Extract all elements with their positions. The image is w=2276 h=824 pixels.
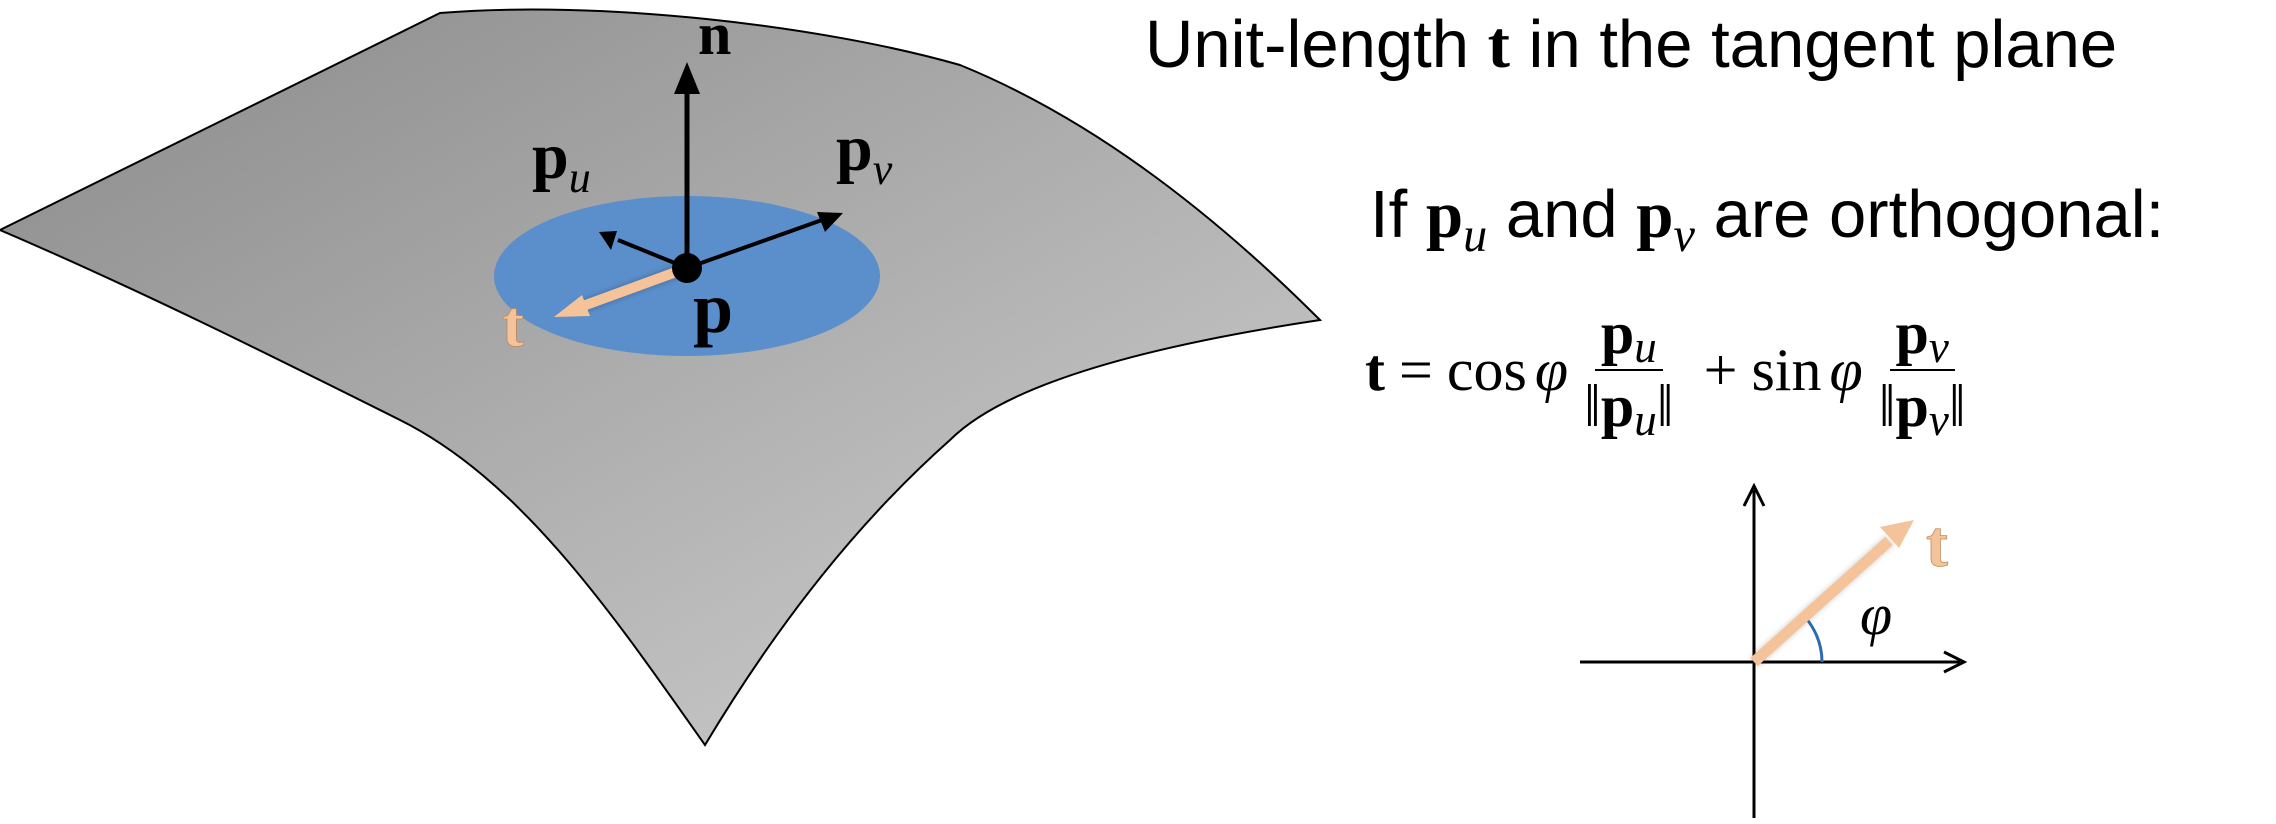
condition-prefix: If bbox=[1370, 177, 1426, 252]
label-pv-base: p bbox=[836, 112, 873, 185]
label-pu: pu bbox=[532, 120, 591, 202]
condition-pu-sub: u bbox=[1463, 208, 1488, 262]
num2-base: p bbox=[1895, 300, 1929, 366]
den1-open: ‖ bbox=[1584, 373, 1601, 439]
den1-sub: u bbox=[1634, 395, 1657, 445]
condition-pv-sub: v bbox=[1673, 208, 1695, 262]
surface-patch bbox=[0, 8, 1323, 747]
fraction-v-denominator: ‖pv‖ bbox=[1873, 371, 1972, 444]
label-t-surface: t bbox=[502, 288, 524, 361]
inset-label-phi: φ bbox=[1860, 582, 1892, 647]
den2-base: p bbox=[1895, 373, 1929, 439]
condition-pv-base: p bbox=[1636, 178, 1674, 252]
den1-close: ‖ bbox=[1656, 373, 1674, 439]
tangent-formula: t = cos φ pu ‖pu‖ + sin φ pv ‖pv‖ bbox=[1365, 300, 1982, 444]
inset-label-t: t bbox=[1926, 508, 1948, 581]
formula-sin: sin bbox=[1751, 336, 1822, 403]
angle-arc bbox=[1804, 617, 1824, 663]
label-p: p bbox=[693, 268, 733, 348]
den1-base: p bbox=[1600, 373, 1635, 439]
formula-fraction-v: pv ‖pv‖ bbox=[1873, 300, 1972, 444]
label-pu-sub: u bbox=[569, 153, 591, 202]
formula-fraction-u: pu ‖pu‖ bbox=[1578, 300, 1680, 444]
label-pv-sub: v bbox=[873, 145, 893, 194]
title-suffix: in the tangent plane bbox=[1509, 7, 2118, 82]
den2-sub: v bbox=[1928, 395, 1949, 445]
formula-plus: + bbox=[1703, 336, 1738, 403]
pv-vector-arrow bbox=[686, 212, 843, 270]
den2-close: ‖ bbox=[1948, 373, 1966, 439]
formula-phi-2: φ bbox=[1829, 336, 1863, 403]
fraction-v-numerator: pv bbox=[1889, 300, 1955, 372]
page-title: Unit-length t in the tangent plane bbox=[1145, 6, 2117, 84]
inset-tangent-vector-arrow bbox=[1749, 520, 1914, 668]
condition-pu-base: p bbox=[1425, 178, 1464, 252]
fraction-u-denominator: ‖pu‖ bbox=[1578, 371, 1680, 444]
formula-cos: cos bbox=[1446, 336, 1527, 403]
num1-sub: u bbox=[1634, 322, 1657, 372]
label-pv: pv bbox=[836, 112, 893, 194]
formula-lhs: t bbox=[1365, 336, 1385, 403]
label-n: n bbox=[698, 1, 731, 67]
den2-open: ‖ bbox=[1878, 373, 1896, 439]
condition-middle: and bbox=[1487, 177, 1637, 252]
formula-phi-1: φ bbox=[1534, 336, 1569, 403]
point-p-dot bbox=[672, 253, 702, 283]
orthogonal-condition: If pu and pv are orthogonal: bbox=[1370, 176, 2165, 262]
num1-base: p bbox=[1600, 300, 1635, 366]
num2-sub: v bbox=[1928, 322, 1949, 372]
formula-equals: = bbox=[1398, 336, 1433, 403]
title-prefix: Unit-length bbox=[1145, 7, 1488, 82]
fraction-u-numerator: pu bbox=[1594, 300, 1663, 372]
condition-suffix: are orthogonal: bbox=[1694, 177, 2165, 252]
tangent-vector-arrow bbox=[554, 261, 690, 317]
label-pu-base: p bbox=[532, 120, 569, 193]
title-symbol-t: t bbox=[1487, 8, 1510, 82]
normal-vector-arrow bbox=[674, 62, 700, 268]
